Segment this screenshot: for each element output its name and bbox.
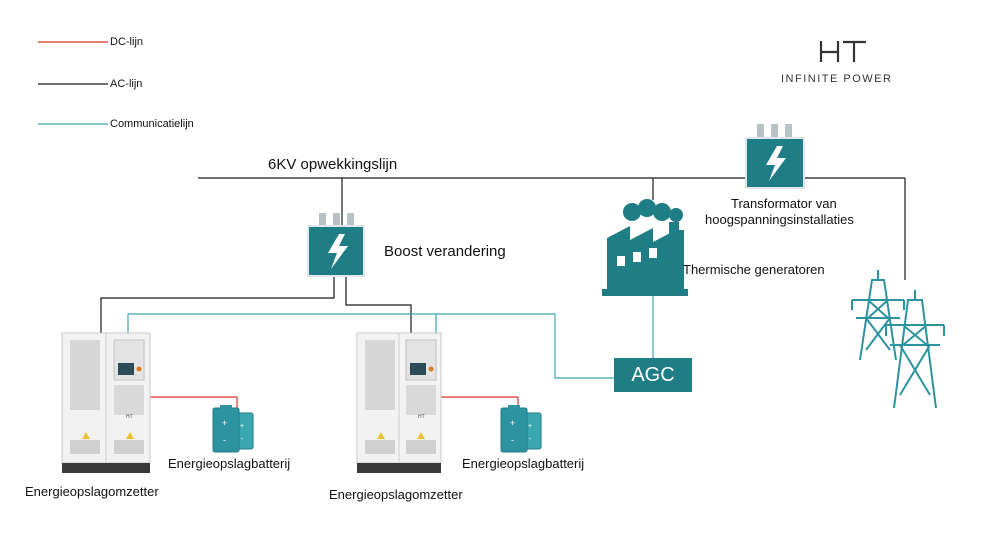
agc-box: AGC [614,358,692,392]
battery-right-label: Energieopslagbatterij [462,456,585,471]
svg-text:-: - [529,436,532,443]
svg-text:+: + [528,423,532,430]
agc-label: AGC [631,363,675,386]
hv-transformer-label-line1: Transformator van [731,196,837,211]
svg-text:HT: HT [418,414,425,420]
boost-transformer-icon [307,213,365,277]
boost-label: Boost verandering [384,243,506,260]
battery-left-label: Energieopslagbatterij [168,456,291,471]
legend-comm-label: Communicatielijn [110,118,194,130]
converter-left-label: Energieopslagomzetter [25,484,159,499]
svg-text:-: - [223,435,226,445]
logo-tagline: INFINITE POWER [781,73,893,85]
thermal-label: Thermische generatoren [683,262,825,277]
svg-text:+: + [510,418,515,428]
converter-left-cabinet-icon: HT [61,332,151,473]
ht-logo-icon [819,40,866,62]
legend-ac-label: AC-lijn [110,78,143,90]
ac-line-boost-to-left-converter [100,274,335,333]
svg-text:+: + [240,423,244,430]
hv-transformer-label-line2: hoogspanningsinstallaties [705,212,854,227]
svg-text:-: - [511,435,514,445]
battery-left-icon: + - + - [212,405,254,453]
svg-text:HT: HT [126,414,133,420]
comm-line-converters-to-agc [127,313,614,379]
hv-transformer-icon [745,124,805,189]
battery-right-icon: + - + - [500,405,542,453]
converter-right-label: Energieopslagomzetter [329,487,463,502]
converter-right-cabinet-icon: HT [356,332,442,473]
legend-dc-label: DC-lijn [110,36,143,48]
ac-line-boost-to-right-converter [345,274,412,333]
generation-line-label: 6KV opwekkingslijn [268,156,398,173]
svg-text:+: + [222,418,227,428]
transmission-tower-icon [851,270,945,409]
svg-text:-: - [241,436,244,443]
thermal-factory-icon [602,199,688,296]
